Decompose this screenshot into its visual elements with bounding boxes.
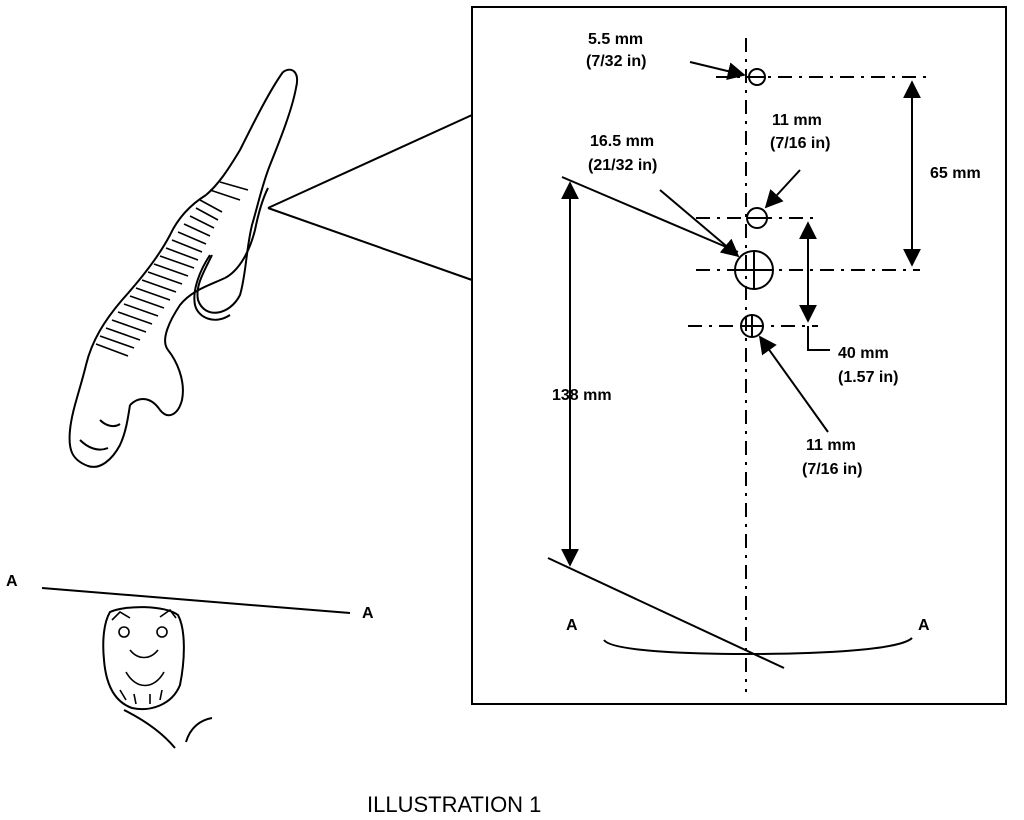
mascot-section-label-left: A xyxy=(6,573,18,590)
hole-top-label-in: (7/32 in) xyxy=(586,53,646,70)
hole-large xyxy=(734,250,774,290)
mascot-illustration xyxy=(68,68,298,468)
zoom-line-upper xyxy=(267,114,473,209)
hole-large-label-mm: 16.5 mm xyxy=(590,133,654,150)
dim-138-upper-extension xyxy=(561,176,739,253)
hole-large-label-in: (21/32 in) xyxy=(588,157,657,174)
leader-hole-top xyxy=(689,61,746,80)
section-label-left: A xyxy=(566,617,578,634)
dim-65-label: 65 mm xyxy=(930,165,981,182)
hole-lower-small-label-mm: 11 mm xyxy=(806,437,856,454)
hole-upper-small-label-in: (7/16 in) xyxy=(770,135,830,152)
hole-top-label-mm: 5.5 mm xyxy=(588,31,643,48)
leader-hole-upper-small xyxy=(764,169,801,209)
zoom-line-lower xyxy=(267,207,473,281)
detail-frame xyxy=(471,6,1007,705)
badge-view: A A xyxy=(6,573,374,749)
leader-hole-large xyxy=(659,189,740,258)
illustration-caption: ILLUSTRATION 1 xyxy=(367,792,541,817)
dim-40-label-mm: 40 mm xyxy=(838,345,889,362)
dim-40-label-in: (1.57 in) xyxy=(838,369,898,386)
bonnet-contour xyxy=(603,637,913,656)
hole-lower-small xyxy=(740,314,764,338)
dim-40-leader xyxy=(807,326,830,351)
mascot-section-label-right: A xyxy=(362,605,374,622)
hole-upper-small-label-mm: 11 mm xyxy=(772,112,822,129)
hole-top xyxy=(748,68,766,86)
hole-upper-small xyxy=(746,207,768,229)
hole-lower-small-label-in: (7/16 in) xyxy=(802,461,862,478)
leader-hole-lower-small xyxy=(758,335,829,433)
dim-138-lower-extension xyxy=(547,557,785,669)
section-label-right: A xyxy=(918,617,930,634)
dim-138-label: 138 mm xyxy=(552,387,612,404)
